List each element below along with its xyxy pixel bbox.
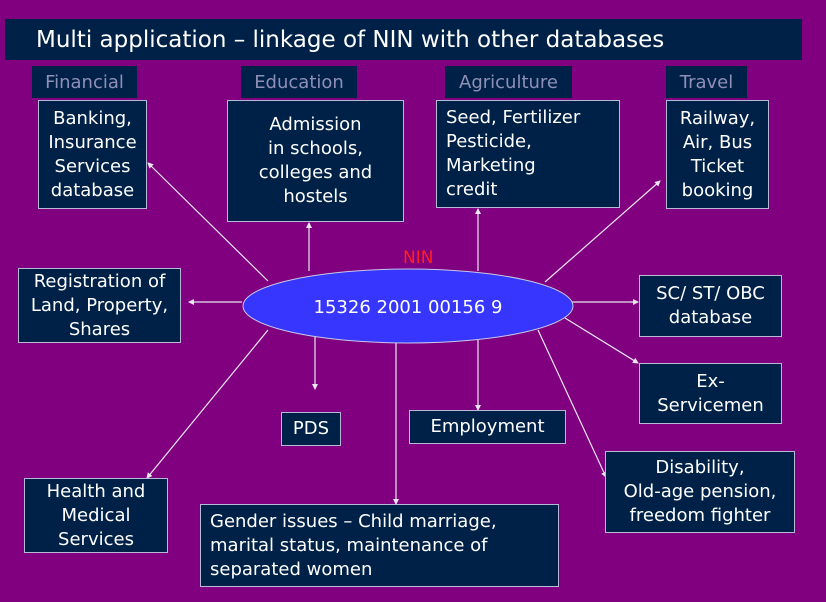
node-line: database	[50, 179, 135, 201]
node-health: Health and Medical Services	[24, 478, 168, 553]
node-ex-servicemen: Ex- Servicemen	[639, 363, 782, 424]
node-line: Gender issues – Child marriage,	[210, 510, 497, 532]
node-travel: Railway, Air, Bus Ticket booking	[666, 100, 769, 209]
node-sc-st-obc: SC/ ST/ OBC database	[639, 275, 782, 337]
link-ex-servicemen	[564, 317, 639, 364]
node-line: Services	[58, 528, 134, 550]
link-health	[146, 329, 269, 479]
node-line: Land, Property,	[30, 294, 169, 316]
node-line: Medical	[61, 504, 131, 526]
node-banking: Banking, Insurance Services database	[38, 100, 147, 209]
node-line: in schools,	[268, 138, 363, 159]
nin-number: 15326 2001 00156 9	[243, 282, 573, 332]
node-line: Banking,	[53, 107, 132, 129]
node-disability: Disability, Old-age pension, freedom fig…	[605, 451, 795, 533]
link-disability	[537, 329, 607, 478]
link-banking	[147, 162, 269, 282]
category-agriculture-label: Agriculture	[459, 71, 558, 93]
nin-number-text: 15326 2001 00156 9	[313, 296, 503, 318]
category-travel-label: Travel	[679, 71, 734, 93]
category-agriculture: Agriculture	[445, 66, 572, 98]
node-line: Admission	[269, 114, 362, 135]
slide-title: Multi application – linkage of NIN with …	[36, 26, 665, 53]
node-line: Health and	[46, 480, 146, 502]
node-line: Employment	[430, 416, 545, 437]
node-line: Ticket	[690, 155, 745, 177]
nin-ellipse	[242, 268, 574, 344]
category-financial: Financial	[32, 66, 137, 98]
nin-label: NIN	[403, 248, 434, 268]
node-line: SC/ ST/ OBC	[656, 283, 765, 304]
node-line: Seed, Fertilizer	[446, 107, 581, 128]
node-line: marital status, maintenance of	[210, 534, 488, 556]
node-line: credit	[446, 179, 498, 200]
node-line: Old-age pension,	[623, 481, 777, 502]
node-line: Insurance	[48, 131, 137, 153]
node-line: colleges and	[258, 162, 373, 183]
node-line: Services	[54, 155, 131, 177]
category-education: Education	[241, 66, 357, 98]
category-travel: Travel	[666, 66, 747, 98]
node-gender: Gender issues – Child marriage, marital …	[200, 504, 559, 587]
node-line: separated women	[210, 558, 373, 580]
node-pds: PDS	[281, 412, 341, 446]
node-line: Shares	[68, 318, 131, 340]
node-admission: Admission in schools, colleges and hoste…	[227, 100, 404, 222]
node-line: Air, Bus	[682, 131, 753, 153]
node-line: PDS	[292, 418, 330, 439]
link-travel	[544, 180, 661, 283]
node-line: Railway,	[679, 107, 756, 129]
node-line: hostels	[283, 186, 348, 207]
category-education-label: Education	[254, 71, 344, 93]
slide-title-bar: Multi application – linkage of NIN with …	[5, 19, 802, 60]
node-line: Registration of	[33, 270, 166, 292]
node-line: Marketing	[446, 155, 536, 176]
node-line: freedom fighter	[629, 505, 771, 526]
node-registration: Registration of Land, Property, Shares	[18, 268, 181, 343]
node-line: Pesticide,	[446, 131, 532, 152]
node-employment: Employment	[409, 410, 566, 444]
node-line: database	[668, 307, 753, 328]
category-financial-label: Financial	[45, 71, 124, 93]
node-line: Ex-	[696, 370, 725, 392]
node-agriculture: Seed, Fertilizer Pesticide, Marketing cr…	[436, 100, 620, 208]
node-line: booking	[681, 179, 754, 201]
node-line: Servicemen	[657, 394, 764, 416]
node-line: Disability,	[655, 457, 745, 478]
